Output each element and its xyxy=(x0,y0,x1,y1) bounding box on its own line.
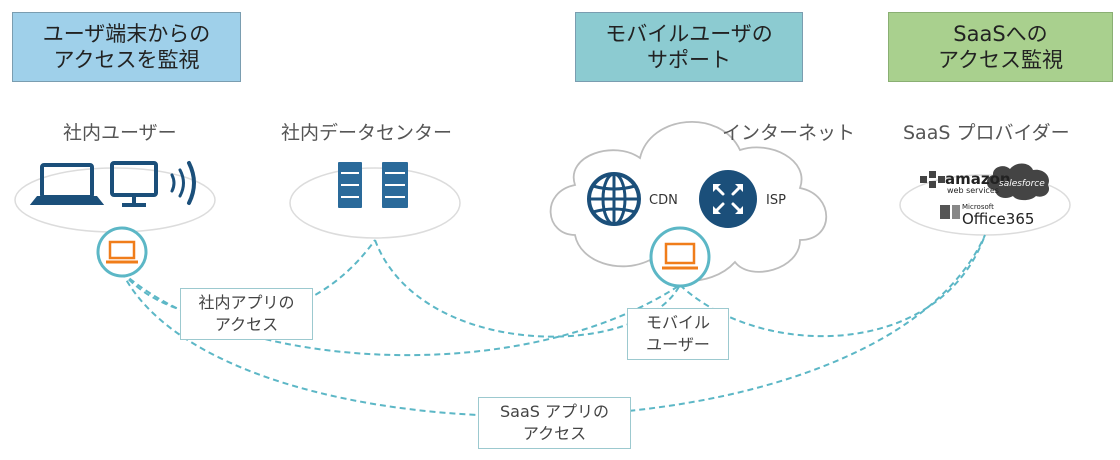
amazon-cubes-icon xyxy=(920,171,945,188)
server-icon xyxy=(338,162,408,208)
link-user-datacenter xyxy=(121,239,376,319)
office365-logo: Office365 xyxy=(962,210,1035,228)
salesforce-logo: salesforce xyxy=(999,179,1045,189)
header-user-monitoring: ユーザ端末からの アクセスを監視 xyxy=(12,12,241,82)
microsoft-logo: Microsoft xyxy=(962,203,994,211)
header-mobile-support: モバイルユーザの サポート xyxy=(575,12,803,82)
datacenter-platform xyxy=(289,167,461,239)
cdn-label: CDN xyxy=(649,193,678,208)
laptop-icon xyxy=(29,163,105,205)
internal-app-access-label: 社内アプリの アクセス xyxy=(180,288,313,340)
isp-label: ISP xyxy=(766,193,786,208)
saas-app-access-label: SaaS アプリの アクセス xyxy=(478,397,631,449)
link-user-mobile xyxy=(121,271,681,357)
globe-icon xyxy=(587,172,641,226)
amazon-logo: amazon xyxy=(945,170,1011,188)
header-saas-monitoring: SaaSへの アクセス監視 xyxy=(888,12,1113,82)
wifi-icon xyxy=(170,161,196,205)
corporate-user-label: 社内ユーザー xyxy=(63,122,177,144)
office-icon xyxy=(940,205,960,219)
router-icon xyxy=(699,170,757,228)
mobile-laptop-badge xyxy=(649,226,711,288)
saas-provider-label: SaaS プロバイダー xyxy=(903,122,1070,144)
datacenter-label: 社内データセンター xyxy=(281,122,453,144)
internet-label: インターネット xyxy=(722,122,856,144)
amazon-sub-logo: web services xyxy=(947,186,999,195)
mobile-user-label: モバイル ユーザー xyxy=(627,308,729,360)
monitor-laptop-badge xyxy=(96,226,148,278)
desktop-icon xyxy=(110,161,158,207)
salesforce-logo-icon xyxy=(986,163,1050,201)
